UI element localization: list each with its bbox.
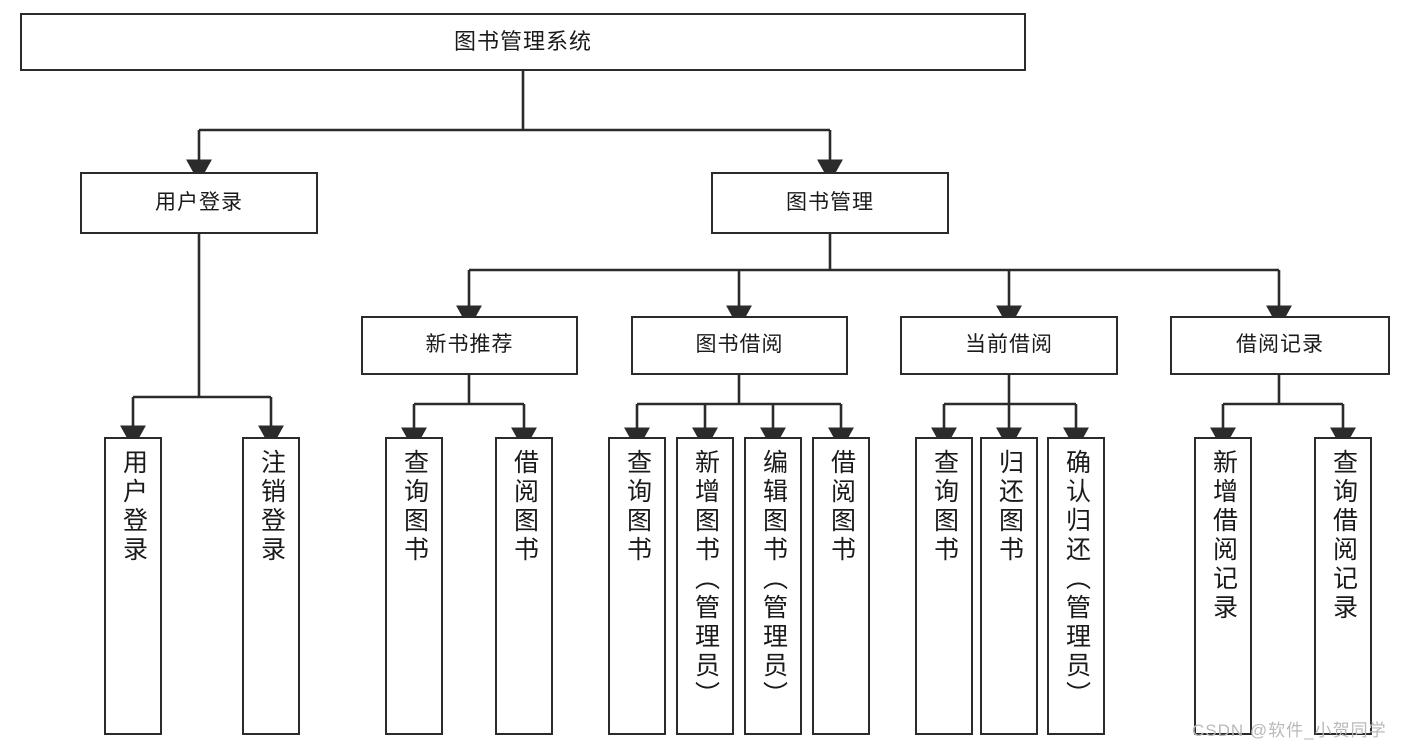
node-user-login[interactable]: 用户登录 <box>80 172 318 234</box>
node-leaf-return-book[interactable]: 归还图书 <box>980 437 1038 735</box>
node-book-manage[interactable]: 图书管理 <box>711 172 949 234</box>
node-book-borrow[interactable]: 图书借阅 <box>631 316 848 375</box>
node-label: 用户登录 <box>155 190 243 214</box>
node-label: 新增借阅记录 <box>1209 449 1238 623</box>
node-leaf-query-book-borrow[interactable]: 查询图书 <box>608 437 666 735</box>
node-label: 图书管理系统 <box>453 29 592 55</box>
node-root-system[interactable]: 图书管理系统 <box>20 13 1026 71</box>
watermark-text: CSDN @软件_小贺同学 <box>1192 721 1387 740</box>
node-label: 借阅记录 <box>1236 333 1324 357</box>
node-new-book-recommend[interactable]: 新书推荐 <box>361 316 578 375</box>
node-leaf-query-book-current[interactable]: 查询图书 <box>915 437 973 735</box>
node-label: 编辑图书（管理员） <box>759 449 788 710</box>
node-label: 新增图书（管理员） <box>691 449 720 710</box>
node-label: 图书借阅 <box>695 333 784 357</box>
node-borrow-record[interactable]: 借阅记录 <box>1170 316 1390 375</box>
node-current-borrow[interactable]: 当前借阅 <box>900 316 1118 375</box>
node-leaf-confirm-return[interactable]: 确认归还（管理员） <box>1047 437 1105 735</box>
node-leaf-edit-book[interactable]: 编辑图书（管理员） <box>744 437 802 735</box>
node-label: 查询图书 <box>623 449 652 565</box>
node-label: 借阅图书 <box>510 449 539 565</box>
node-label: 借阅图书 <box>827 449 856 565</box>
node-label: 新书推荐 <box>425 333 514 357</box>
node-leaf-add-book[interactable]: 新增图书（管理员） <box>676 437 734 735</box>
node-label: 注销登录 <box>257 449 286 565</box>
node-label: 查询图书 <box>930 449 959 565</box>
node-label: 图书管理 <box>786 190 874 214</box>
node-leaf-borrow-book[interactable]: 借阅图书 <box>812 437 870 735</box>
node-label: 当前借阅 <box>965 333 1053 357</box>
node-leaf-borrow-book-recommend[interactable]: 借阅图书 <box>495 437 553 735</box>
node-label: 用户登录 <box>119 449 148 565</box>
node-leaf-query-book-recommend[interactable]: 查询图书 <box>385 437 443 735</box>
node-leaf-user-login[interactable]: 用户登录 <box>104 437 162 735</box>
node-leaf-user-logout[interactable]: 注销登录 <box>242 437 300 735</box>
node-label: 查询图书 <box>400 449 429 565</box>
node-label: 查询借阅记录 <box>1329 449 1358 623</box>
node-label: 归还图书 <box>995 449 1024 565</box>
node-label: 确认归还（管理员） <box>1062 449 1091 710</box>
node-leaf-add-borrow-record[interactable]: 新增借阅记录 <box>1194 437 1252 735</box>
node-leaf-query-borrow-record[interactable]: 查询借阅记录 <box>1314 437 1372 735</box>
